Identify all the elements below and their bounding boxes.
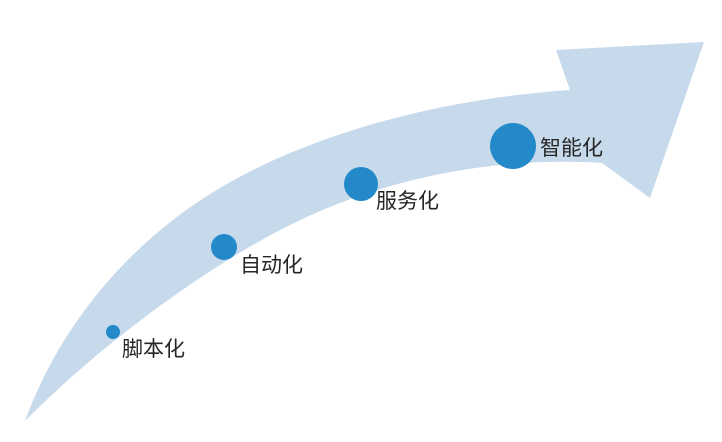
stage-label-zhinenghua: 智能化 [540,137,603,160]
stage-label-zidonghua: 自动化 [240,254,303,277]
stage-marker-zhinenghua [490,123,536,169]
arrow-swoosh [25,42,704,421]
stage-label-jiaobenhua: 脚本化 [122,338,185,361]
stage-label-fuwuhua: 服务化 [376,190,439,213]
stage-marker-zidonghua [211,234,237,260]
stage-marker-fuwuhua [344,167,378,201]
stage-marker-jiaobenhua [106,325,120,339]
stage-fuwuhua: 服务化 [344,167,439,213]
stage-jiaobenhua: 脚本化 [106,325,185,361]
stage-zhinenghua: 智能化 [490,123,603,169]
stage-zidonghua: 自动化 [211,234,303,277]
